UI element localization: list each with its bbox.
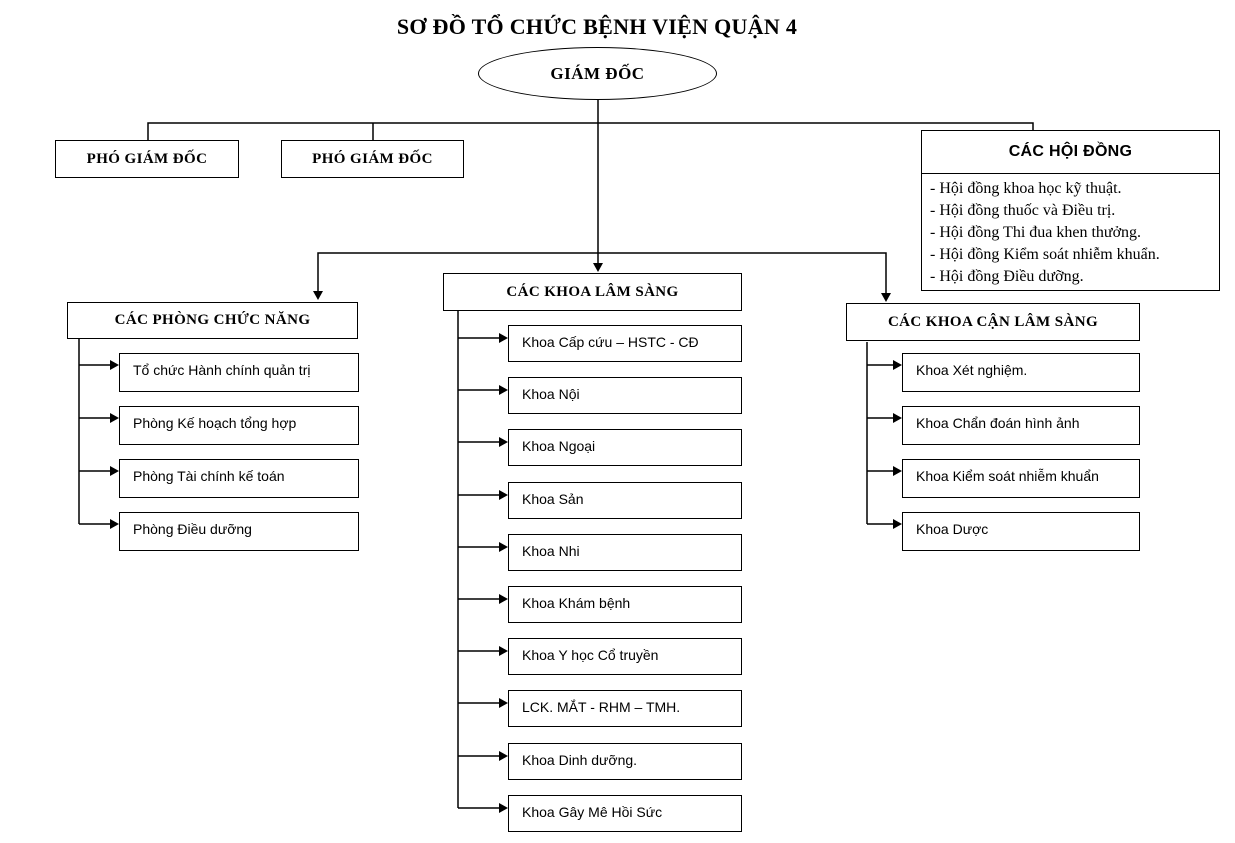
arrow-right-icon [499,751,508,761]
arrow-down-icon [313,291,323,300]
councils-title: CÁC HỘI ĐỒNG [922,131,1219,174]
director-label: GIÁM ĐỐC [550,63,645,83]
paraclinical-item: Khoa Chẩn đoán hình ảnh [902,406,1140,445]
paraclinical-spine-path [866,342,894,525]
deputy-director-node-1: PHÓ GIÁM ĐỐC [55,140,239,178]
paraclinical-item: Khoa Dược [902,512,1140,551]
arrow-right-icon [893,466,902,476]
arrow-right-icon [893,413,902,423]
paraclinical-item: Khoa Xét nghiệm. [902,353,1140,392]
director-branch-lines [313,100,891,302]
page-title: SƠ ĐỒ TỔ CHỨC BỆNH VIỆN QUẬN 4 [396,14,798,39]
deputy-branch-lines [147,122,1034,141]
council-item: - Hội đồng Kiểm soát nhiễm khuẩn. [930,246,1160,263]
arrow-right-icon [499,437,508,447]
clinical-item: Khoa Cấp cứu – HSTC - CĐ [508,325,742,362]
arrow-right-icon [499,385,508,395]
arrow-right-icon [893,519,902,529]
paraclinical-header: CÁC KHOA CẬN LÂM SÀNG [846,303,1140,341]
lower-branch-path [317,252,887,293]
functional-spine-lines [78,338,119,529]
deputy-branch-path [147,122,1034,141]
council-item: - Hội đồng thuốc và Điều trị. [930,202,1116,219]
arrow-down-icon [593,263,603,272]
clinical-item: Khoa Nội [508,377,742,414]
council-item: - Hội đồng khoa học kỹ thuật. [930,180,1122,197]
arrow-right-icon [499,594,508,604]
arrow-right-icon [110,519,119,529]
functional-item: Tổ chức Hành chính quản trị [119,353,359,392]
functional-spine-path [78,338,111,525]
clinical-spine-path [457,311,500,809]
arrow-right-icon [110,466,119,476]
councils-panel: CÁC HỘI ĐỒNG - Hội đồng khoa học kỹ thuậ… [921,130,1220,291]
functional-header: CÁC PHÒNG CHỨC NĂNG [67,302,358,339]
functional-item: Phòng Điều dưỡng [119,512,359,551]
clinical-item: LCK. MẮT - RHM – TMH. [508,690,742,727]
clinical-item: Khoa Khám bệnh [508,586,742,623]
clinical-item: Khoa Ngoại [508,429,742,466]
clinical-item: Khoa Nhi [508,534,742,571]
clinical-item: Khoa Gây Mê Hồi Sức [508,795,742,832]
paraclinical-spine-lines [866,342,902,529]
arrow-right-icon [499,698,508,708]
arrow-down-icon [881,293,891,302]
paraclinical-item: Khoa Kiểm soát nhiễm khuẩn [902,459,1140,498]
arrow-right-icon [893,360,902,370]
clinical-item: Khoa Dinh dưỡng. [508,743,742,780]
clinical-item: Khoa Sản [508,482,742,519]
arrow-right-icon [499,542,508,552]
clinical-header: CÁC KHOA LÂM SÀNG [443,273,742,311]
clinical-item: Khoa Y học Cổ truyền [508,638,742,675]
clinical-spine-lines [457,311,508,813]
council-item: - Hội đồng Thi đua khen thưởng. [930,224,1142,241]
arrow-right-icon [499,803,508,813]
arrow-right-icon [110,413,119,423]
arrow-right-icon [110,360,119,370]
functional-item: Phòng Kế hoạch tổng hợp [119,406,359,445]
council-item: - Hội đồng Điều dưỡng. [930,268,1084,285]
councils-list: - Hội đồng khoa học kỹ thuật. - Hội đồng… [922,174,1219,288]
functional-item: Phòng Tài chính kế toán [119,459,359,498]
deputy-director-node-2: PHÓ GIÁM ĐỐC [281,140,464,178]
arrow-right-icon [499,490,508,500]
arrow-right-icon [499,333,508,343]
arrow-right-icon [499,646,508,656]
director-node: GIÁM ĐỐC [478,47,717,100]
